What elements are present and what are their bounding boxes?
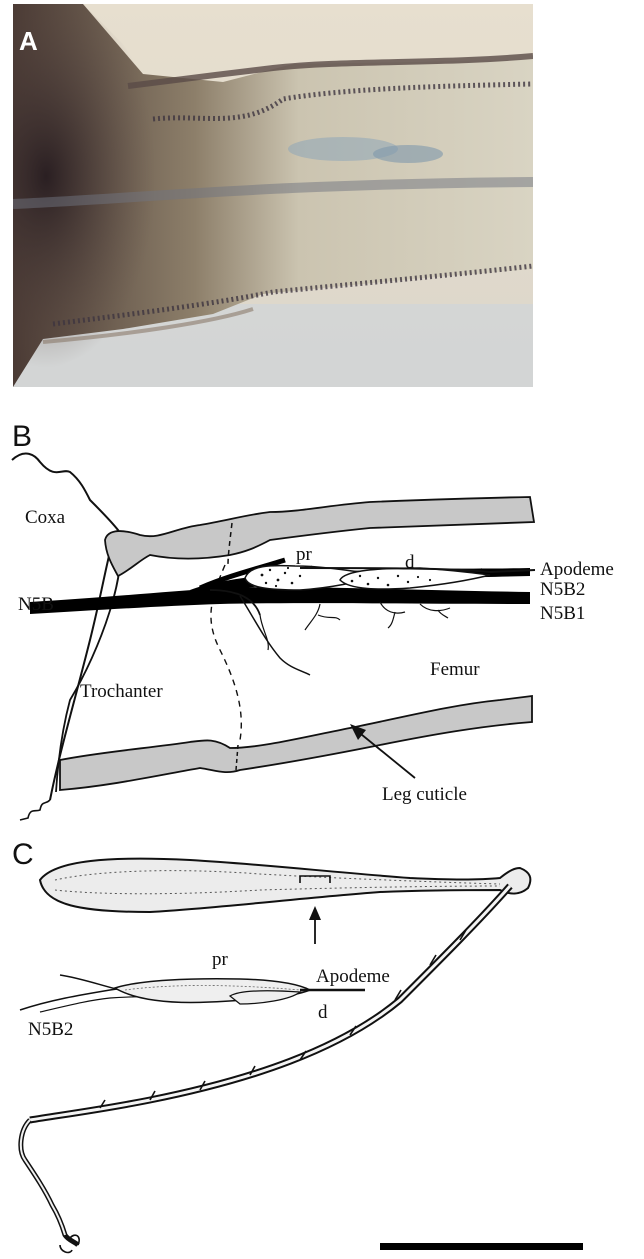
label-leg-cuticle: Leg cuticle (382, 784, 467, 805)
label-coxa: Coxa (25, 507, 66, 528)
panel-c-diagram (20, 859, 583, 1253)
label-d-c: d (318, 1002, 328, 1023)
label-d-b: d (405, 552, 415, 573)
label-trochanter: Trochanter (80, 681, 163, 702)
label-femur: Femur (430, 659, 480, 680)
label-n5b: N5B (18, 594, 54, 615)
panel-b-diagram (12, 454, 535, 820)
label-n5b1: N5B1 (540, 603, 585, 624)
label-apodeme-b: Apodeme (540, 559, 614, 580)
label-n5b2-c: N5B2 (28, 1019, 73, 1040)
scale-bar (380, 1243, 583, 1250)
label-n5b2-b: N5B2 (540, 579, 585, 600)
label-pr-c: pr (212, 949, 229, 970)
label-apodeme-c: Apodeme (316, 966, 390, 987)
label-pr-b: pr (296, 544, 313, 565)
